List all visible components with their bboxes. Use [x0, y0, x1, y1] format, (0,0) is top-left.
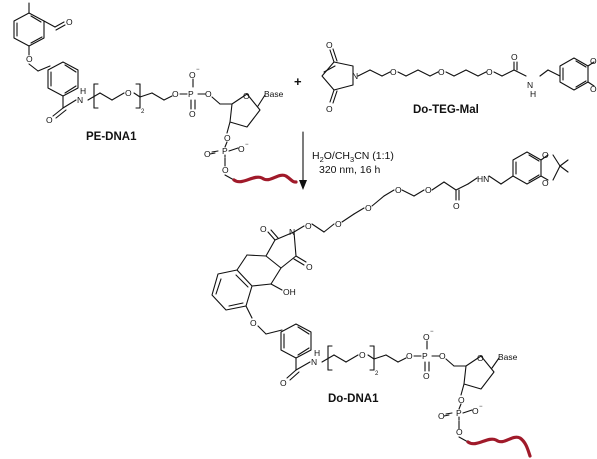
pe-amide-n: N [77, 95, 83, 105]
pe-p2-charge: − [245, 142, 249, 148]
reaction-arrow [299, 131, 307, 190]
mal-n: N [352, 71, 358, 81]
do-peg-o: O [359, 350, 366, 360]
do-dna1-structure [211, 151, 569, 443]
do-sugar-o: O [477, 353, 484, 363]
do-amide2-o: O [280, 378, 287, 388]
teg-o1: O [390, 67, 397, 77]
pe-p2-o-double: O [204, 149, 211, 159]
pe-p-o-double: O [189, 109, 196, 119]
teg-amide-n: N [527, 80, 533, 90]
teg-o2: O [438, 67, 445, 77]
do-amide-nh: HN [477, 174, 489, 184]
do-succ-o-top: O [260, 224, 267, 234]
do-p2-o-minus: O [472, 406, 479, 416]
teg-amide-o: O [511, 52, 518, 62]
pe-phosphorus: P [188, 89, 194, 99]
do-phosphorus-2: P [456, 408, 462, 418]
do-dna1-strand [466, 435, 532, 458]
do-p-o2: O [439, 351, 446, 361]
do-aryl-o: O [250, 318, 257, 328]
do-base: Base [498, 352, 518, 362]
pe-p2-o-chain: O [222, 165, 229, 175]
teg-o3: O [486, 67, 493, 77]
pe-p-charge: − [196, 67, 200, 73]
do-amide-o: O [453, 201, 460, 211]
pe-peg-o: O [125, 88, 132, 98]
pe-amide-h: H [80, 86, 86, 96]
do-hydroxyl: OH [283, 287, 296, 297]
pe-dna1-label: PE-DNA1 [86, 131, 137, 143]
mal-o-top: O [326, 40, 333, 50]
do-teg-mal-label: Do-TEG-Mal [413, 104, 479, 116]
do-acetonide-o2: O [542, 178, 549, 188]
reaction-conditions: 320 nm, 16 h [319, 164, 380, 176]
do-p-o1: O [406, 351, 413, 361]
pe-3-o: O [224, 133, 231, 143]
do-p-charge: − [430, 329, 434, 335]
do-succ-o-bottom: O [306, 262, 313, 272]
pe-p-o1: O [172, 89, 179, 99]
pe-p-o-minus: O [189, 70, 196, 80]
do-peg-repeat: 2 [375, 371, 379, 377]
pe-base: Base [264, 89, 284, 99]
pe-sugar-o: O [243, 91, 250, 101]
teg-amide-h: H [530, 89, 536, 99]
do-amide2-n: N [311, 357, 317, 367]
do-teg-mal-structure [321, 48, 595, 104]
do-teg-o1: O [425, 185, 432, 195]
do-acetonide-o1: O [542, 150, 549, 160]
pe-p2-o-minus: O [238, 144, 245, 154]
do-p2-o-chain: O [456, 427, 463, 437]
plus-sign: + [294, 74, 302, 89]
pe-peg-repeat: 2 [141, 109, 145, 115]
do-dna1-label: Do-DNA1 [328, 393, 379, 405]
do-p2-o-double: O [438, 411, 445, 421]
dox-o2: O [590, 84, 597, 94]
pe-dna1-structure [13, 2, 266, 181]
do-succ-n: N [289, 227, 295, 237]
reaction-solvent: H2O/CH3CN (1:1) [312, 150, 394, 164]
pe-p-o2: O [205, 89, 212, 99]
pe-amide-o: O [46, 115, 53, 125]
pe-ether-o: O [26, 54, 33, 64]
do-p2-charge: − [479, 404, 483, 410]
do-p-o-minus: O [423, 332, 430, 342]
do-teg-o4: O [335, 219, 342, 229]
do-phosphorus: P [422, 351, 428, 361]
do-amide2-h: H [314, 348, 320, 358]
do-succ-link-o: O [305, 221, 312, 231]
dox-o1: O [590, 56, 597, 66]
do-teg-o3: O [365, 203, 372, 213]
do-teg-o2: O [395, 185, 402, 195]
do-p-o-double: O [423, 371, 430, 381]
pe-phosphorus-2: P [222, 146, 228, 156]
mal-o-bottom: O [326, 104, 333, 114]
do-3-o: O [458, 395, 465, 405]
pe-aldehyde-o: O [66, 17, 73, 27]
pe-dna1-strand [232, 173, 298, 184]
